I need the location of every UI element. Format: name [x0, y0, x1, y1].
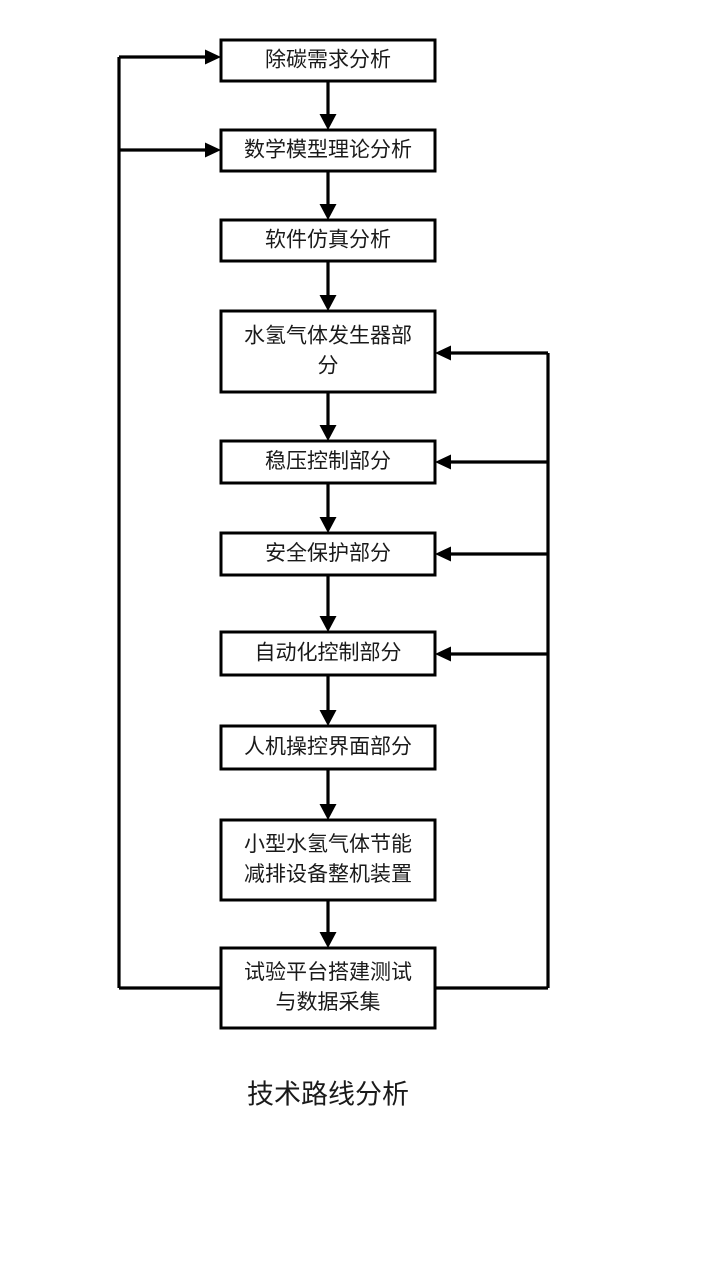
forward-edges-group: [319, 81, 337, 948]
edge-arrowhead: [319, 204, 337, 220]
left-feedback-group: [117, 49, 221, 990]
right-feedback-bus: [435, 345, 550, 990]
node-box: [219, 724, 437, 771]
node-box: [219, 531, 437, 577]
edge-node4-to-node5: [319, 392, 337, 441]
edge-arrowhead: [319, 804, 337, 820]
edge-node3-to-node4: [319, 261, 337, 311]
node-box: [219, 309, 437, 394]
process-nodes-group: 除碳需求分析数学模型理论分析软件仿真分析水氢气体发生器部分稳压控制部分安全保护部…: [219, 38, 437, 1030]
node-label-line: 稳压控制部分: [265, 449, 391, 473]
right-feedback-to-node4-arrowhead: [435, 345, 451, 361]
process-node-decarbonization-demand-analysis[interactable]: 除碳需求分析: [219, 38, 437, 83]
process-node-pressure-regulation-control-section[interactable]: 稳压控制部分: [219, 439, 437, 485]
right-feedback-to-node5-arrowhead: [435, 454, 451, 470]
process-node-mathematical-model-theory-analysis[interactable]: 数学模型理论分析: [219, 128, 437, 173]
node-label-line: 水氢气体发生器部: [244, 324, 412, 348]
edge-node1-to-node2: [319, 81, 337, 130]
edge-node7-to-node8: [319, 675, 337, 726]
edge-arrowhead: [319, 425, 337, 441]
node-label-line: 自动化控制部分: [255, 641, 402, 665]
right-feedback-group: [435, 345, 550, 990]
node-label-line: 试验平台搭建测试: [244, 960, 412, 984]
node-box: [219, 946, 437, 1030]
node-label-line: 除碳需求分析: [265, 48, 391, 72]
node-label-line: 软件仿真分析: [265, 228, 391, 252]
node-label-line: 数学模型理论分析: [244, 138, 412, 162]
node-label-line: 减排设备整机装置: [244, 862, 412, 886]
process-node-software-simulation-analysis[interactable]: 软件仿真分析: [219, 218, 437, 263]
edge-arrowhead: [319, 295, 337, 311]
edge-arrowhead: [319, 616, 337, 632]
node-label-line: 分: [318, 354, 339, 378]
node-label-line: 小型水氢气体节能: [244, 832, 412, 856]
node-box: [219, 38, 437, 83]
node-label-line: 人机操控界面部分: [244, 735, 412, 759]
edge-node5-to-node6: [319, 483, 337, 533]
edge-arrowhead: [319, 114, 337, 130]
edge-arrowhead: [319, 932, 337, 948]
node-box: [219, 630, 437, 677]
right-feedback-to-node6-arrowhead: [435, 546, 451, 562]
node-box: [219, 128, 437, 173]
node-label-line: 与数据采集: [276, 990, 381, 1014]
figure-caption: 技术路线分析: [247, 1080, 409, 1111]
edge-node9-to-node10: [319, 900, 337, 948]
node-label-line: 安全保护部分: [265, 541, 391, 565]
left-feedback-to-node2-arrowhead: [205, 142, 221, 158]
process-node-human-machine-interface-section[interactable]: 人机操控界面部分: [219, 724, 437, 771]
node-box: [219, 218, 437, 263]
edge-node8-to-node9: [319, 769, 337, 820]
edge-arrowhead: [319, 517, 337, 533]
left-feedback-to-node1-arrowhead: [205, 49, 221, 65]
left-feedback-bus: [117, 49, 221, 990]
right-feedback-to-node7-arrowhead: [435, 646, 451, 662]
process-node-safety-protection-section[interactable]: 安全保护部分: [219, 531, 437, 577]
node-box: [219, 818, 437, 902]
edge-node6-to-node7: [319, 575, 337, 632]
node-box: [219, 439, 437, 485]
edge-node2-to-node3: [319, 171, 337, 220]
edge-arrowhead: [319, 710, 337, 726]
process-node-automation-control-section[interactable]: 自动化控制部分: [219, 630, 437, 677]
